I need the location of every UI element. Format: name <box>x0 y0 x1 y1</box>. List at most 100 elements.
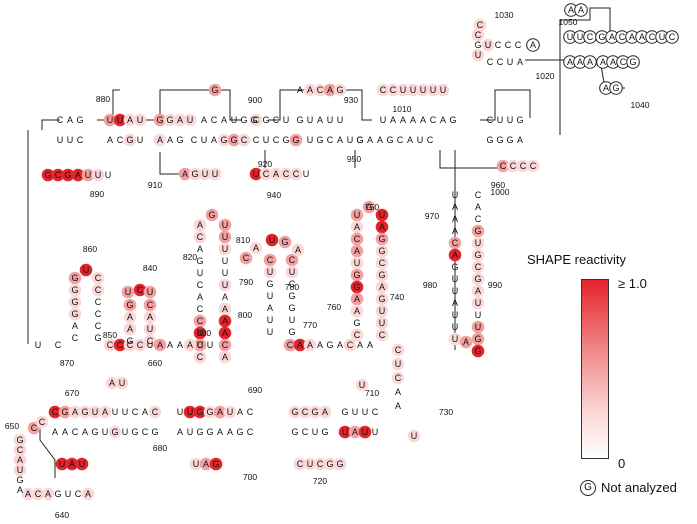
not-analyzed-icon: G <box>580 480 596 496</box>
nucleotide: C <box>147 336 154 346</box>
reactivity-marker <box>21 487 35 501</box>
nucleotide: A <box>410 115 416 125</box>
nucleotide: C <box>57 115 64 125</box>
reactivity-marker <box>198 167 212 181</box>
reactivity-marker <box>375 328 389 342</box>
reactivity-marker <box>263 253 277 267</box>
reactivity-marker <box>526 38 540 52</box>
reactivity-marker <box>375 220 389 234</box>
legend-not-analyzed-label: Not analyzed <box>601 480 677 495</box>
nucleotide: A <box>167 135 173 145</box>
reactivity-marker <box>350 328 364 342</box>
reactivity-marker <box>471 296 485 310</box>
nucleotide: G <box>126 300 133 310</box>
nucleotide: C <box>35 489 42 499</box>
nucleotide: U <box>227 407 234 417</box>
nucleotide: C <box>137 340 144 350</box>
reactivity-marker <box>471 248 485 262</box>
reactivity-marker <box>223 405 237 419</box>
reactivity-marker <box>471 224 485 238</box>
nucleotide: A <box>452 202 458 212</box>
nucleotide: C <box>430 115 437 125</box>
reactivity-marker <box>471 344 485 358</box>
nucleotide: A <box>337 135 343 145</box>
nucleotide: A <box>102 407 108 417</box>
reactivity-marker <box>362 200 376 214</box>
nucleotide: C <box>243 253 250 263</box>
nucleotide: A <box>517 57 523 67</box>
reactivity-marker <box>574 3 588 17</box>
nucleotide: G <box>341 407 348 417</box>
nucleotide: A <box>297 85 303 95</box>
position-number: 870 <box>60 358 74 368</box>
reactivity-marker <box>218 314 232 328</box>
reactivity-marker <box>105 376 119 390</box>
nucleotide: A <box>307 85 313 95</box>
reactivity-marker <box>265 233 279 247</box>
nucleotide: C <box>379 258 386 268</box>
nucleotide: U <box>395 359 402 369</box>
nucleotide: U <box>283 115 290 125</box>
nucleotide: U <box>475 310 482 320</box>
nucleotide: U <box>362 407 369 417</box>
nucleotide: G <box>61 407 68 417</box>
nucleotide: U <box>379 318 386 328</box>
nucleotide: C <box>477 20 484 30</box>
reactivity-marker <box>350 268 364 282</box>
reactivity-marker <box>448 248 462 262</box>
reactivity-marker <box>279 167 293 181</box>
nucleotide: C <box>107 340 114 350</box>
nucleotide: A <box>317 340 323 350</box>
reactivity-marker <box>259 167 273 181</box>
nucleotide: G <box>336 85 343 95</box>
nucleotide: C <box>475 214 482 224</box>
nucleotide: C <box>317 85 324 95</box>
reactivity-marker <box>263 265 277 279</box>
reactivity-marker <box>193 314 207 328</box>
nucleotide: C <box>95 309 102 319</box>
nucleotide: A <box>352 427 358 437</box>
position-number: 810 <box>236 235 250 245</box>
nucleotide: A <box>237 407 243 417</box>
position-number: 730 <box>439 407 453 417</box>
nucleotide: A <box>67 115 73 125</box>
nucleotide: G <box>211 85 218 95</box>
nucleotide: U <box>193 459 200 469</box>
reactivity-marker <box>123 310 137 324</box>
nucleotide: G <box>71 297 78 307</box>
nucleotide: U <box>475 298 482 308</box>
nucleotide: C <box>500 161 507 171</box>
nucleotide: G <box>516 115 523 125</box>
nucleotide: U <box>147 324 154 334</box>
nucleotide: U <box>567 32 574 42</box>
position-number: 700 <box>243 472 257 482</box>
nucleotide: U <box>187 427 194 437</box>
nucleotide: U <box>17 465 24 475</box>
nucleotide: U <box>420 85 427 95</box>
nucleotide: U <box>507 57 514 67</box>
reactivity-marker <box>68 307 82 321</box>
nucleotide: U <box>187 407 194 417</box>
nucleotide: C <box>379 330 386 340</box>
nucleotide: U <box>122 407 129 417</box>
reactivity-marker <box>471 332 485 346</box>
reactivity-marker <box>71 168 85 182</box>
nucleotide: G <box>230 135 237 145</box>
reactivity-marker <box>289 167 303 181</box>
reactivity-marker <box>81 487 95 501</box>
nucleotide: A <box>367 340 373 350</box>
position-number: 1040 <box>631 100 650 110</box>
nucleotide: U <box>577 32 584 42</box>
reactivity-marker <box>153 338 167 352</box>
nucleotide: G <box>76 115 83 125</box>
nucleotide: G <box>316 135 323 145</box>
nucleotide: G <box>196 427 203 437</box>
position-number: 990 <box>488 280 502 290</box>
nucleotide: U <box>253 169 260 179</box>
position-number: 980 <box>423 280 437 290</box>
nucleotide: C <box>95 321 102 331</box>
nucleotide: G <box>474 346 481 356</box>
nucleotide: G <box>612 83 619 93</box>
nucleotide: U <box>112 407 119 417</box>
nucleotide: C <box>263 169 270 179</box>
